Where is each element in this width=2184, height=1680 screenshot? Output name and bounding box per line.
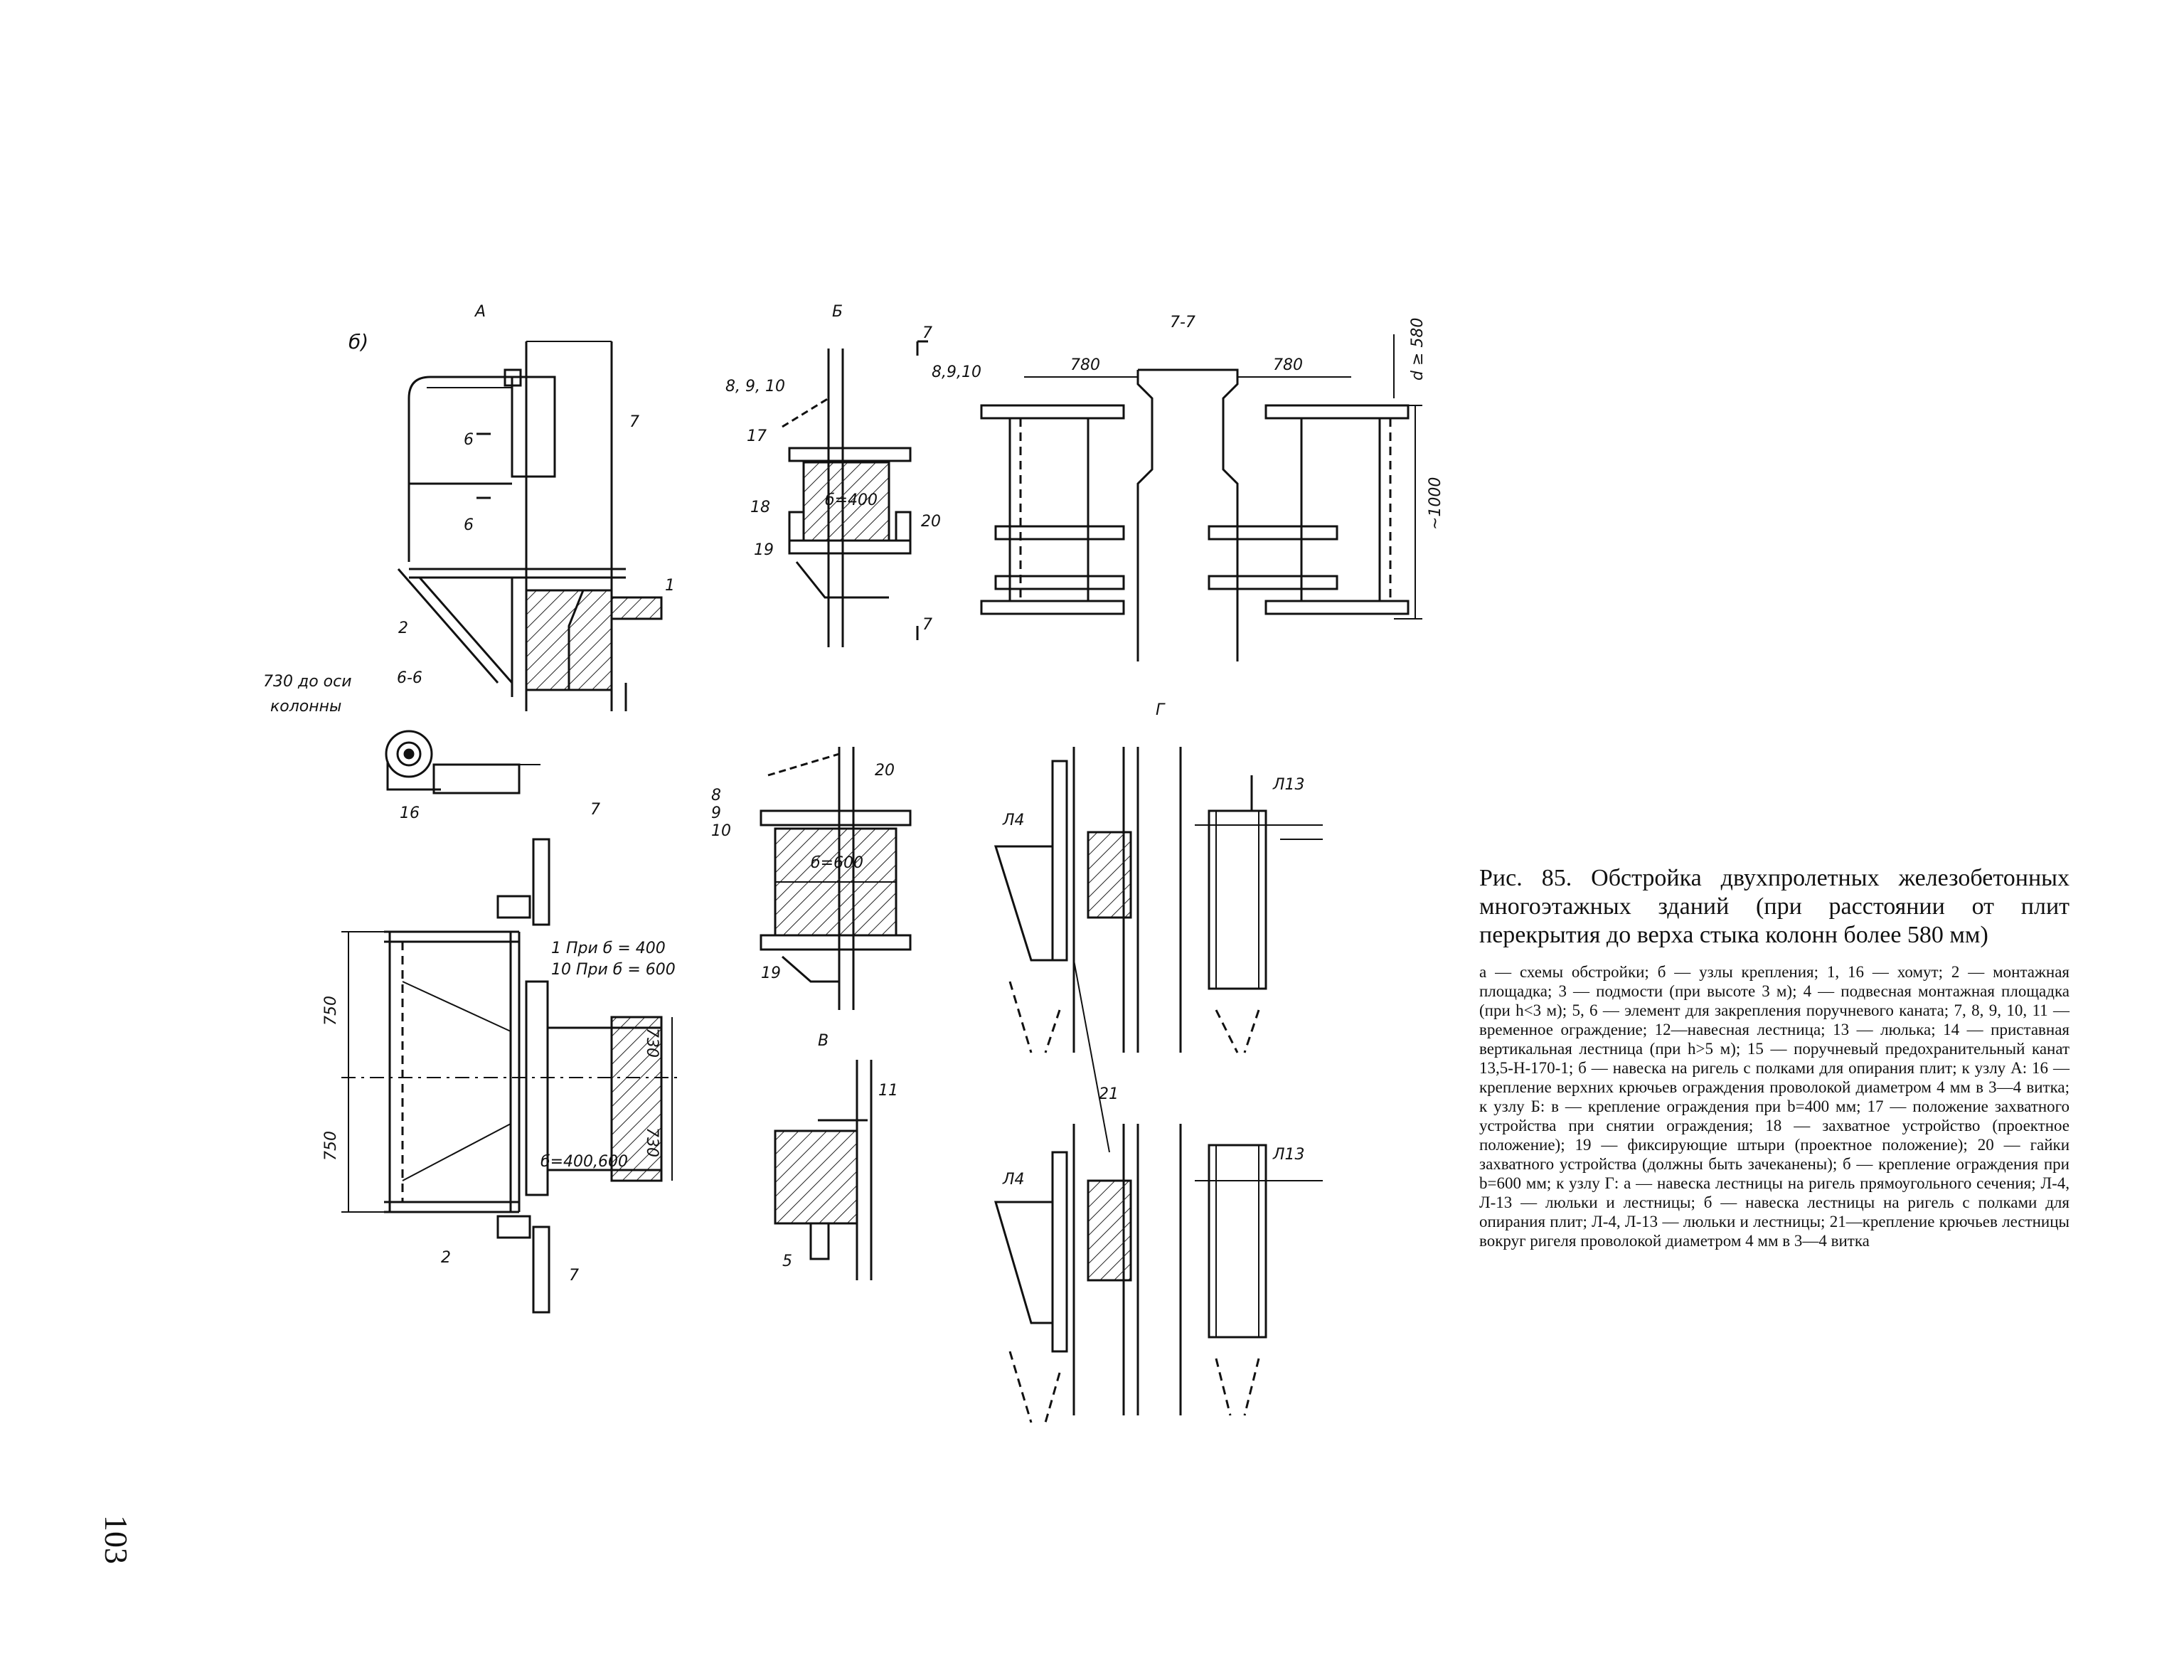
node-b-callout-8910: 8, 9, 10 (725, 378, 785, 395)
section-7-7-mark-bottom: 7 (922, 616, 932, 634)
node-g-title: Г (1156, 701, 1166, 719)
plan-note-b400: 1 При б = 400 (551, 940, 666, 957)
node-a-distance-note-2: колонны (270, 698, 341, 716)
node-b-callout-19-bottom: 19 (761, 964, 781, 982)
node-b-callout-10: 10 (711, 822, 731, 840)
node-b-callout-9: 9 (711, 804, 721, 822)
plan-note-b600: 10 При б = 600 (551, 961, 676, 979)
node-v-callout-11: 11 (878, 1082, 898, 1100)
plan-dim-730-top: 730 (643, 1028, 661, 1058)
node-a-callout-1: 1 (665, 577, 675, 595)
node-v-callout-5: 5 (782, 1253, 792, 1270)
page-number: 103 (98, 1515, 134, 1564)
plan-dim-750-top: 750 (322, 996, 340, 1026)
node-a-section-mark-bottom: 6 (464, 516, 474, 534)
node-v-title: В (818, 1032, 829, 1050)
plan-callout-7-bottom: 7 (569, 1267, 579, 1285)
panel-a-mark: б) (348, 330, 368, 353)
node-g-callout-21: 21 (1099, 1085, 1119, 1103)
node-g-label-l4-top: Л4 (1002, 812, 1025, 829)
section-7-7-dim-780-left: 780 (1070, 356, 1100, 374)
plan-drawing (341, 838, 683, 1314)
section-7-7-dim-780-right: 780 (1273, 356, 1303, 374)
node-b-upper-drawing (782, 349, 912, 647)
section-7-7-drawing (916, 334, 1422, 661)
node-b-callout-18: 18 (750, 499, 770, 516)
plan-width-note: б=400,600 (540, 1153, 628, 1171)
node-b-callout-17: 17 (747, 427, 767, 445)
node-g-drawing (994, 747, 1323, 1423)
node-a-title: А (474, 303, 486, 321)
caption-body: а — схемы обстройки; б — узлы крепления;… (1479, 963, 2070, 1250)
node-a-section-drawing (385, 730, 540, 794)
caption-title: Рис. 85. Обстройка двухпролетных железоб… (1479, 865, 2070, 948)
section-7-7-title: 7-7 (1170, 314, 1195, 331)
node-b-lower-drawing (760, 747, 912, 1010)
node-a-callout-7: 7 (629, 413, 639, 431)
node-b-title: Б (832, 303, 843, 321)
section-7-7-dim-1000: ~1000 (1427, 477, 1444, 530)
plan-callout-2: 2 (441, 1249, 451, 1267)
figure-caption: Рис. 85. Обстройка двухпролетных железоб… (1479, 864, 2070, 1250)
node-b-width-600: б=600 (811, 854, 863, 872)
node-a-distance-note-1: 730 до оси (263, 673, 352, 691)
node-b-width-400: б=400 (825, 491, 878, 509)
node-a-section-mark-top: 6 (464, 431, 474, 449)
node-g-label-l13-bottom: Л13 (1272, 1146, 1305, 1164)
node-b-callout-20-bottom: 20 (875, 762, 895, 780)
section-7-7-mark-top: 7 (922, 324, 932, 342)
node-a-section-view: 6-6 (397, 669, 422, 687)
node-a-drawing (397, 341, 663, 711)
node-v-drawing (774, 1060, 873, 1280)
plan-dim-750-bottom: 750 (322, 1131, 340, 1161)
section-7-7-callout-8910: 8,9,10 (932, 363, 981, 381)
node-g-label-l13-top: Л13 (1272, 776, 1305, 794)
plan-callout-7-top: 7 (590, 801, 600, 819)
node-b-callout-8: 8 (711, 787, 721, 804)
plan-dim-730-bottom: 730 (643, 1127, 661, 1157)
node-a-callout-2: 2 (398, 620, 408, 637)
node-a-callout-16: 16 (400, 804, 420, 822)
node-g-label-l4-bottom: Л4 (1002, 1171, 1025, 1189)
node-b-callout-20-top: 20 (921, 513, 941, 531)
section-7-7-dim-580: d ≥ 580 (1409, 318, 1427, 381)
node-b-callout-19-top: 19 (754, 541, 774, 559)
